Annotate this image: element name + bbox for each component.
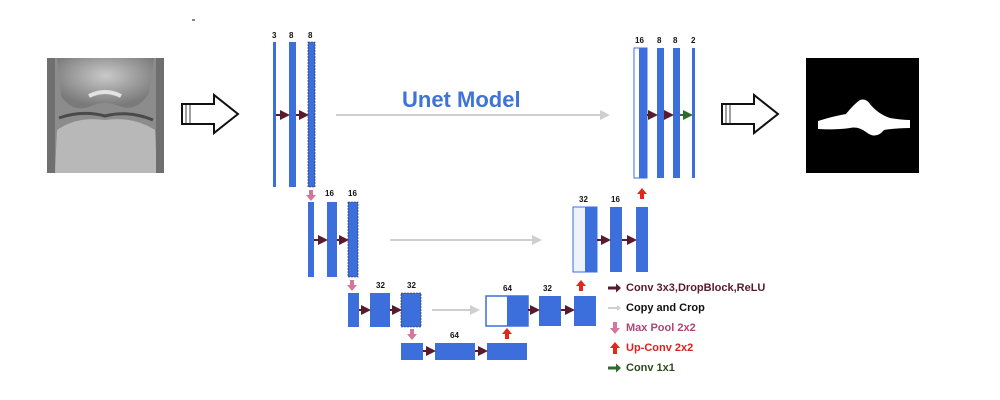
dec1-block-3 [673,48,680,178]
maxpool-arrow [407,329,417,340]
channel-label: 32 [407,281,416,290]
arrow-down-icon [610,322,620,334]
legend-label: Max Pool 2x2 [626,322,696,334]
legend: Conv 3x3,DropBlock,ReLU Copy and Crop Ma… [608,278,808,378]
input-arrow-icon [181,92,240,136]
enc1-block-1 [273,42,276,187]
knee-xray-icon [47,58,164,173]
channel-label: 16 [325,189,334,198]
channel-label: 32 [543,284,552,293]
dec3-block-2 [539,296,561,326]
enc2-block-1 [308,202,314,277]
channel-label: 16 [348,189,357,198]
enc3-block-3 [400,292,422,328]
bottleneck-block-3 [487,343,527,360]
dec3-block-3 [574,296,596,326]
maxpool-arrow [347,280,357,291]
dec1-block-1-fill [639,48,647,178]
enc2-block-2 [327,202,337,277]
diagram-title: Unet Model [402,87,521,112]
upconv-arrow [502,328,512,339]
output-arrow-icon [721,92,780,136]
channel-label: 8 [657,36,662,45]
dec1-block-4 [692,48,695,178]
dec3-block-1-fill [507,296,528,326]
legend-item-upconv: Up-Conv 2x2 [608,338,808,358]
enc1-block-2 [289,42,296,187]
channel-label: 2 [691,36,696,45]
dec1-block-2 [657,48,664,178]
channel-label: 32 [579,195,588,204]
upconv-arrow [576,280,586,291]
legend-item-conv1x1: Conv 1x1 [608,358,808,378]
legend-item-conv: Conv 3x3,DropBlock,ReLU [608,278,808,298]
channel-label: 64 [503,284,512,293]
legend-label: Up-Conv 2x2 [626,342,694,354]
channel-label: 16 [611,195,620,204]
output-mask-image [806,58,919,173]
legend-label: Copy and Crop [626,302,705,314]
bottleneck-block-1 [401,343,423,360]
enc1-block-3 [307,41,316,188]
channel-label: 16 [635,36,644,45]
legend-label: Conv 3x3,DropBlock,ReLU [626,282,766,294]
enc3-block-2 [370,293,390,327]
bottleneck-block-2 [435,343,475,360]
dec2-block-1-fill [585,207,597,272]
legend-item-maxpool: Max Pool 2x2 [608,318,808,338]
channel-label: 8 [289,31,294,40]
channel-label: 8 [308,31,313,40]
arrow-right-icon [608,363,621,373]
dec2-block-2 [610,207,622,272]
dec2-block-3 [636,207,648,272]
legend-item-copy: Copy and Crop [608,298,808,318]
channel-label: 8 [673,36,678,45]
channel-label: 64 [450,331,459,340]
segmentation-mask-icon [818,99,910,136]
stray-mark [192,19,195,21]
arrow-up-icon [610,342,620,354]
input-xray-image [47,58,164,173]
legend-label: Conv 1x1 [626,362,675,374]
maxpool-arrow [306,190,316,201]
arrow-right-light-icon [608,305,621,311]
enc2-block-3 [347,201,359,278]
arrow-right-icon [608,283,621,293]
channel-label: 32 [376,281,385,290]
enc3-block-1 [348,293,359,327]
channel-label: 3 [272,31,277,40]
upconv-arrow [637,188,647,199]
